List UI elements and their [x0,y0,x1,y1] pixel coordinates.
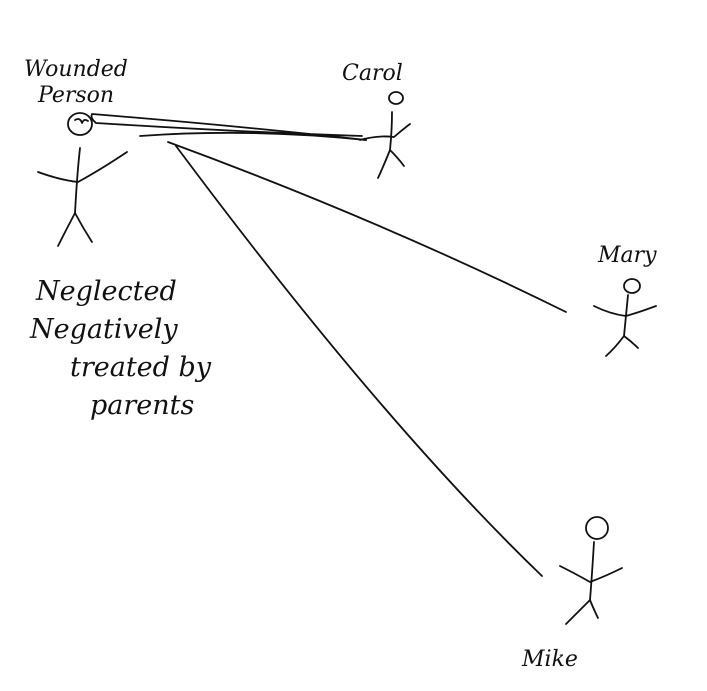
neglect-note: Neglected Negatively treated by parents [29,276,220,421]
wounded-label-line-2: Person [37,83,114,108]
carol-figure [359,91,411,179]
neglect-note-line-4: parents [90,390,194,421]
carol-legs [377,149,405,179]
wounded-person-figure [37,112,128,247]
mary-to-wounded-line [167,141,567,313]
mike-to-wounded-line [175,145,543,577]
carol-body [389,111,393,151]
wounded-person-head [67,112,93,136]
mary-body [623,294,629,337]
mike-arms [559,565,623,583]
carol-to-wounded-line [90,113,367,141]
mary-arms [593,305,657,317]
mary-figure [593,278,657,357]
carol-arms [359,123,411,141]
wounded-person-body [74,147,81,214]
mike-figure [559,516,623,625]
mary-head [623,278,641,294]
carol-label: Carol [342,61,403,86]
mary-legs [605,335,639,357]
mary-label: Mary [597,243,657,268]
mike-legs [565,599,599,625]
neglect-note-line-1: Neglected [35,276,177,307]
neglect-note-line-3: treated by [70,352,212,383]
wounded-person-legs [57,212,93,247]
neglect-note-line-2: Negatively [29,314,178,345]
mike-head [585,516,609,540]
wounded-person-label: Wounded Person [24,57,135,108]
mike-label: Mike [521,647,578,672]
wounded-person-arms [37,151,128,183]
carol-to-wounded-line-lower [139,131,367,141]
wounded-label-line-1: Wounded [24,57,128,82]
carol-head [388,91,404,105]
mike-body [589,541,595,601]
wounded-person-heart-mark [74,118,89,124]
